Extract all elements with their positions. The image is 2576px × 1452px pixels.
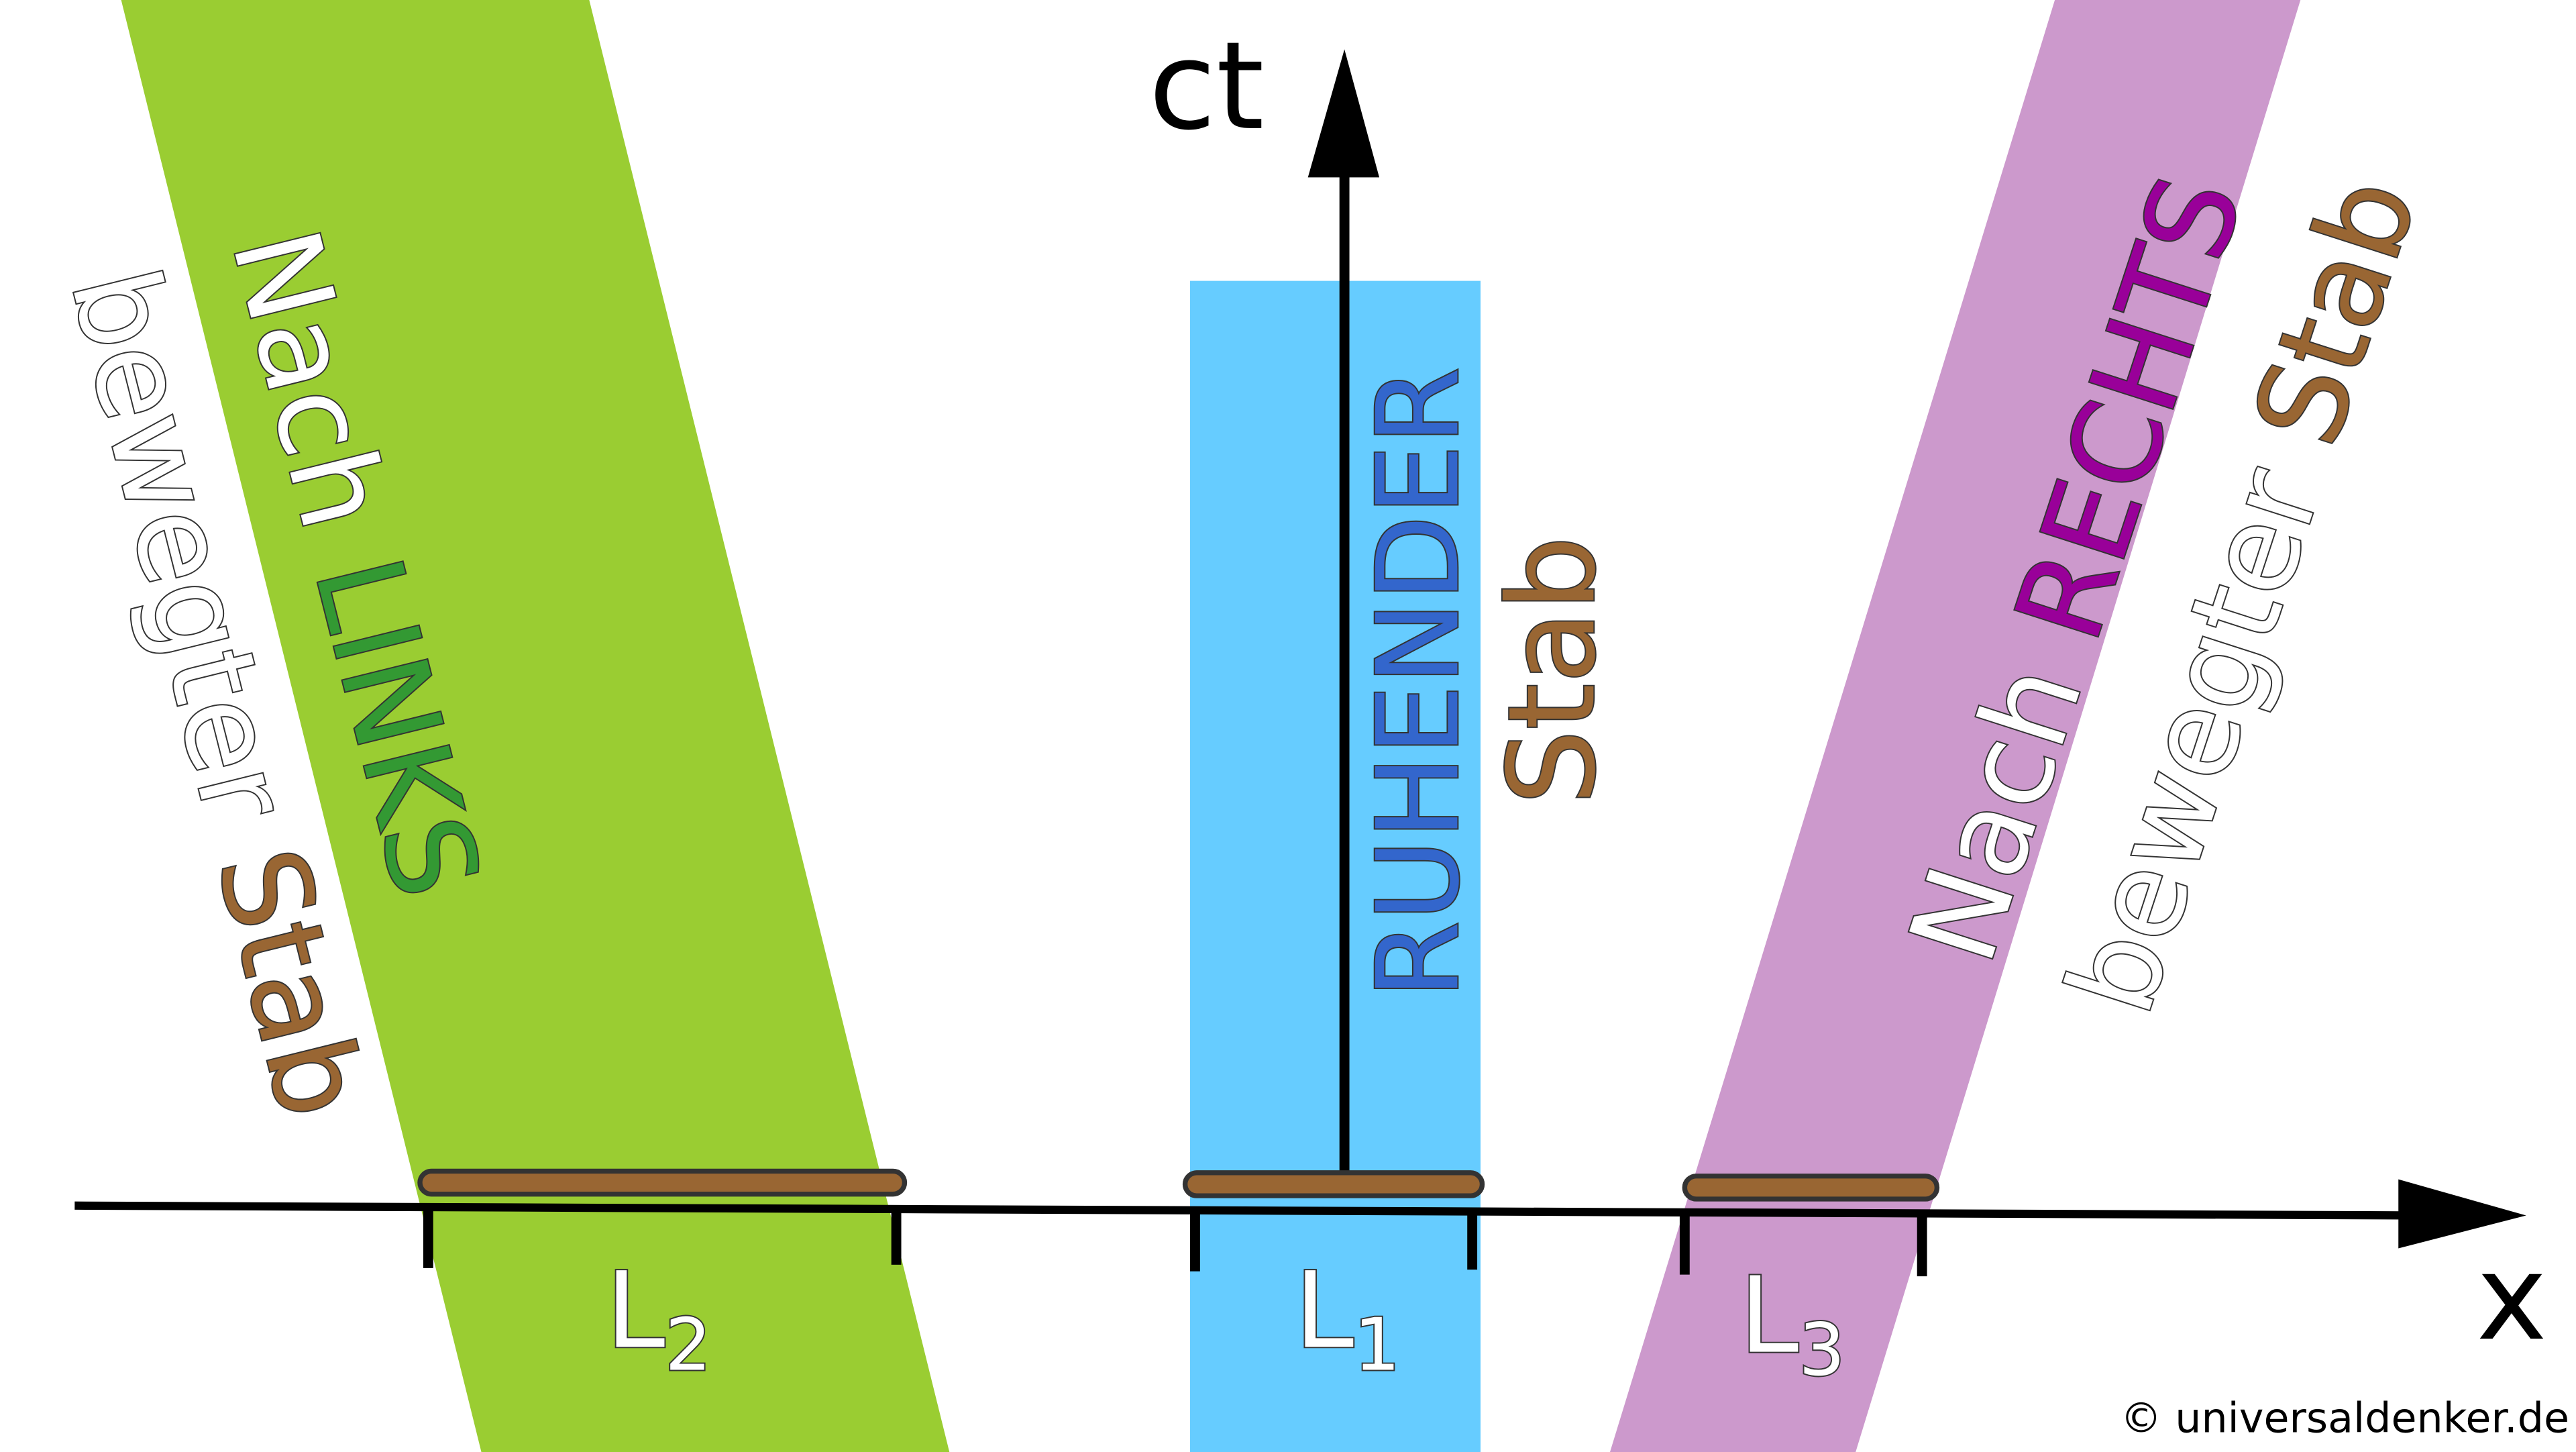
length-label-l2-letter: L	[606, 1250, 665, 1372]
length-label-l3-subscript: 3	[1799, 1307, 1845, 1392]
length-label-l3-letter: L	[1739, 1255, 1799, 1377]
length-label-l1-subscript: 1	[1354, 1302, 1400, 1387]
x-axis-arrow-icon	[2398, 1179, 2526, 1249]
x-axis-label: x	[2477, 1229, 2547, 1367]
length-label-l1: L1	[1295, 1250, 1400, 1387]
ct-axis-label: ct	[1148, 15, 1264, 157]
left-moving-rod	[417, 1168, 908, 1197]
x-axis	[74, 1201, 2424, 1220]
right-moving-rod	[1682, 1174, 1940, 1202]
length-label-l2-subscript: 2	[665, 1302, 711, 1387]
left-moving-rod-worldband	[121, 0, 950, 1452]
length-label-l2: L2	[606, 1250, 711, 1387]
length-label-l1-letter: L	[1295, 1250, 1354, 1372]
tick-marks	[423, 1207, 1927, 1277]
resting-rod-subtitle: Stab	[1483, 536, 1621, 805]
resting-rod-worldband	[1190, 280, 1481, 1452]
resting-rod	[1182, 1170, 1485, 1198]
right-moving-rod-worldband	[1610, 0, 2301, 1452]
resting-rod-title: RUHENDER	[1354, 367, 1485, 998]
copyright: © universaldenker.de	[2121, 1394, 2569, 1443]
length-label-l3: L3	[1739, 1255, 1845, 1392]
ct-axis-arrow-icon	[1307, 49, 1380, 178]
